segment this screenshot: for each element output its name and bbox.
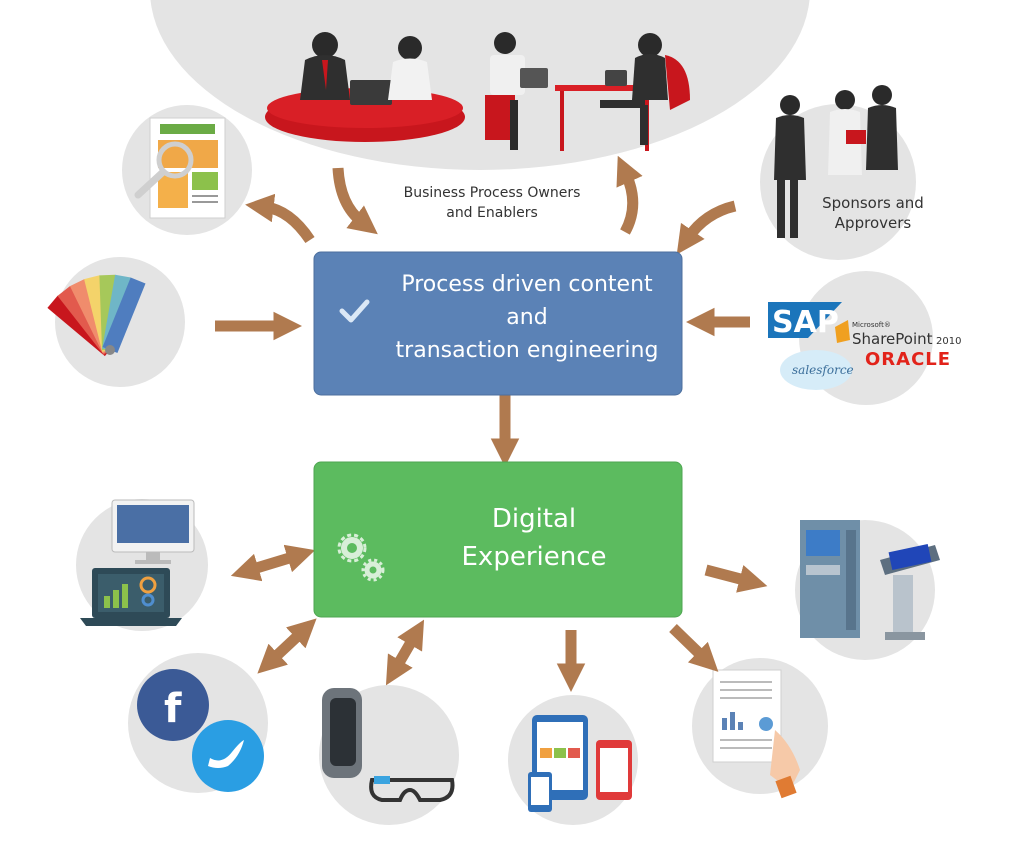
arrow-digital-to-document bbox=[669, 624, 719, 672]
atm-kiosk-icon bbox=[800, 520, 940, 640]
process-line3: transaction engineering bbox=[395, 338, 659, 363]
gears-icon bbox=[337, 533, 385, 582]
arrow-process-to-owners bbox=[616, 155, 643, 235]
digital-line2: Experience bbox=[461, 542, 607, 572]
meeting-people-illustration bbox=[265, 32, 690, 151]
sponsors-people-illustration bbox=[774, 85, 898, 238]
smartwatch-glasses-icon bbox=[322, 688, 455, 802]
arrow-digital-to-kiosk bbox=[704, 564, 768, 593]
arrow-process-to-report bbox=[245, 193, 315, 244]
owners-label-line1: Business Process Owners bbox=[403, 185, 581, 201]
arrow-digital-social bbox=[257, 618, 317, 674]
microsoft-logo-text: Microsoft® bbox=[852, 321, 891, 329]
sharepoint-logo-icon bbox=[835, 320, 850, 343]
arrow-owners-to-process bbox=[332, 167, 378, 235]
top-stakeholder-area bbox=[150, 0, 810, 170]
digital-box bbox=[313, 461, 683, 618]
process-box-text: Process driven content and transaction e… bbox=[382, 268, 672, 367]
owners-label-line2: and Enablers bbox=[446, 205, 538, 221]
arrow-digital-wearables bbox=[385, 619, 425, 686]
computer-monitor-icon bbox=[80, 499, 195, 626]
twitter-icon bbox=[192, 720, 264, 792]
digital-box-text: Digital Experience bbox=[420, 500, 648, 576]
process-line2: and bbox=[506, 305, 548, 330]
sponsors-label: Sponsors and Approvers bbox=[812, 193, 934, 233]
mobile-devices-icon bbox=[528, 715, 632, 812]
enterprise-logos: SAP Microsoft® SharePoint 2010 salesforc… bbox=[768, 302, 961, 390]
document-report-icon bbox=[712, 669, 800, 799]
arrow-digital-computers bbox=[230, 544, 316, 582]
sponsors-label-line1: Sponsors and bbox=[822, 194, 924, 212]
sharepoint-logo-text: SharePoint bbox=[852, 330, 933, 348]
color-palette-icon bbox=[47, 274, 146, 357]
facebook-icon: f bbox=[137, 669, 209, 741]
digital-line1: Digital bbox=[491, 504, 577, 534]
sponsors-label-line2: Approvers bbox=[834, 214, 912, 232]
salesforce-logo-cloud bbox=[780, 350, 852, 390]
check-icon bbox=[339, 299, 370, 323]
arrow-sponsors-to-process bbox=[676, 200, 737, 255]
svg-text:f: f bbox=[164, 686, 182, 732]
sharepoint-version-text: 2010 bbox=[936, 336, 961, 347]
oracle-logo-text: ORACLE bbox=[865, 349, 951, 370]
process-box bbox=[313, 251, 683, 396]
sap-logo-shape bbox=[768, 302, 842, 338]
sap-logo-text: SAP bbox=[772, 305, 839, 340]
report-icon bbox=[134, 117, 226, 219]
salesforce-logo-text: salesforce bbox=[792, 363, 854, 377]
owners-label: Business Process Owners and Enablers bbox=[398, 183, 586, 223]
process-line1: Process driven content bbox=[401, 272, 653, 297]
